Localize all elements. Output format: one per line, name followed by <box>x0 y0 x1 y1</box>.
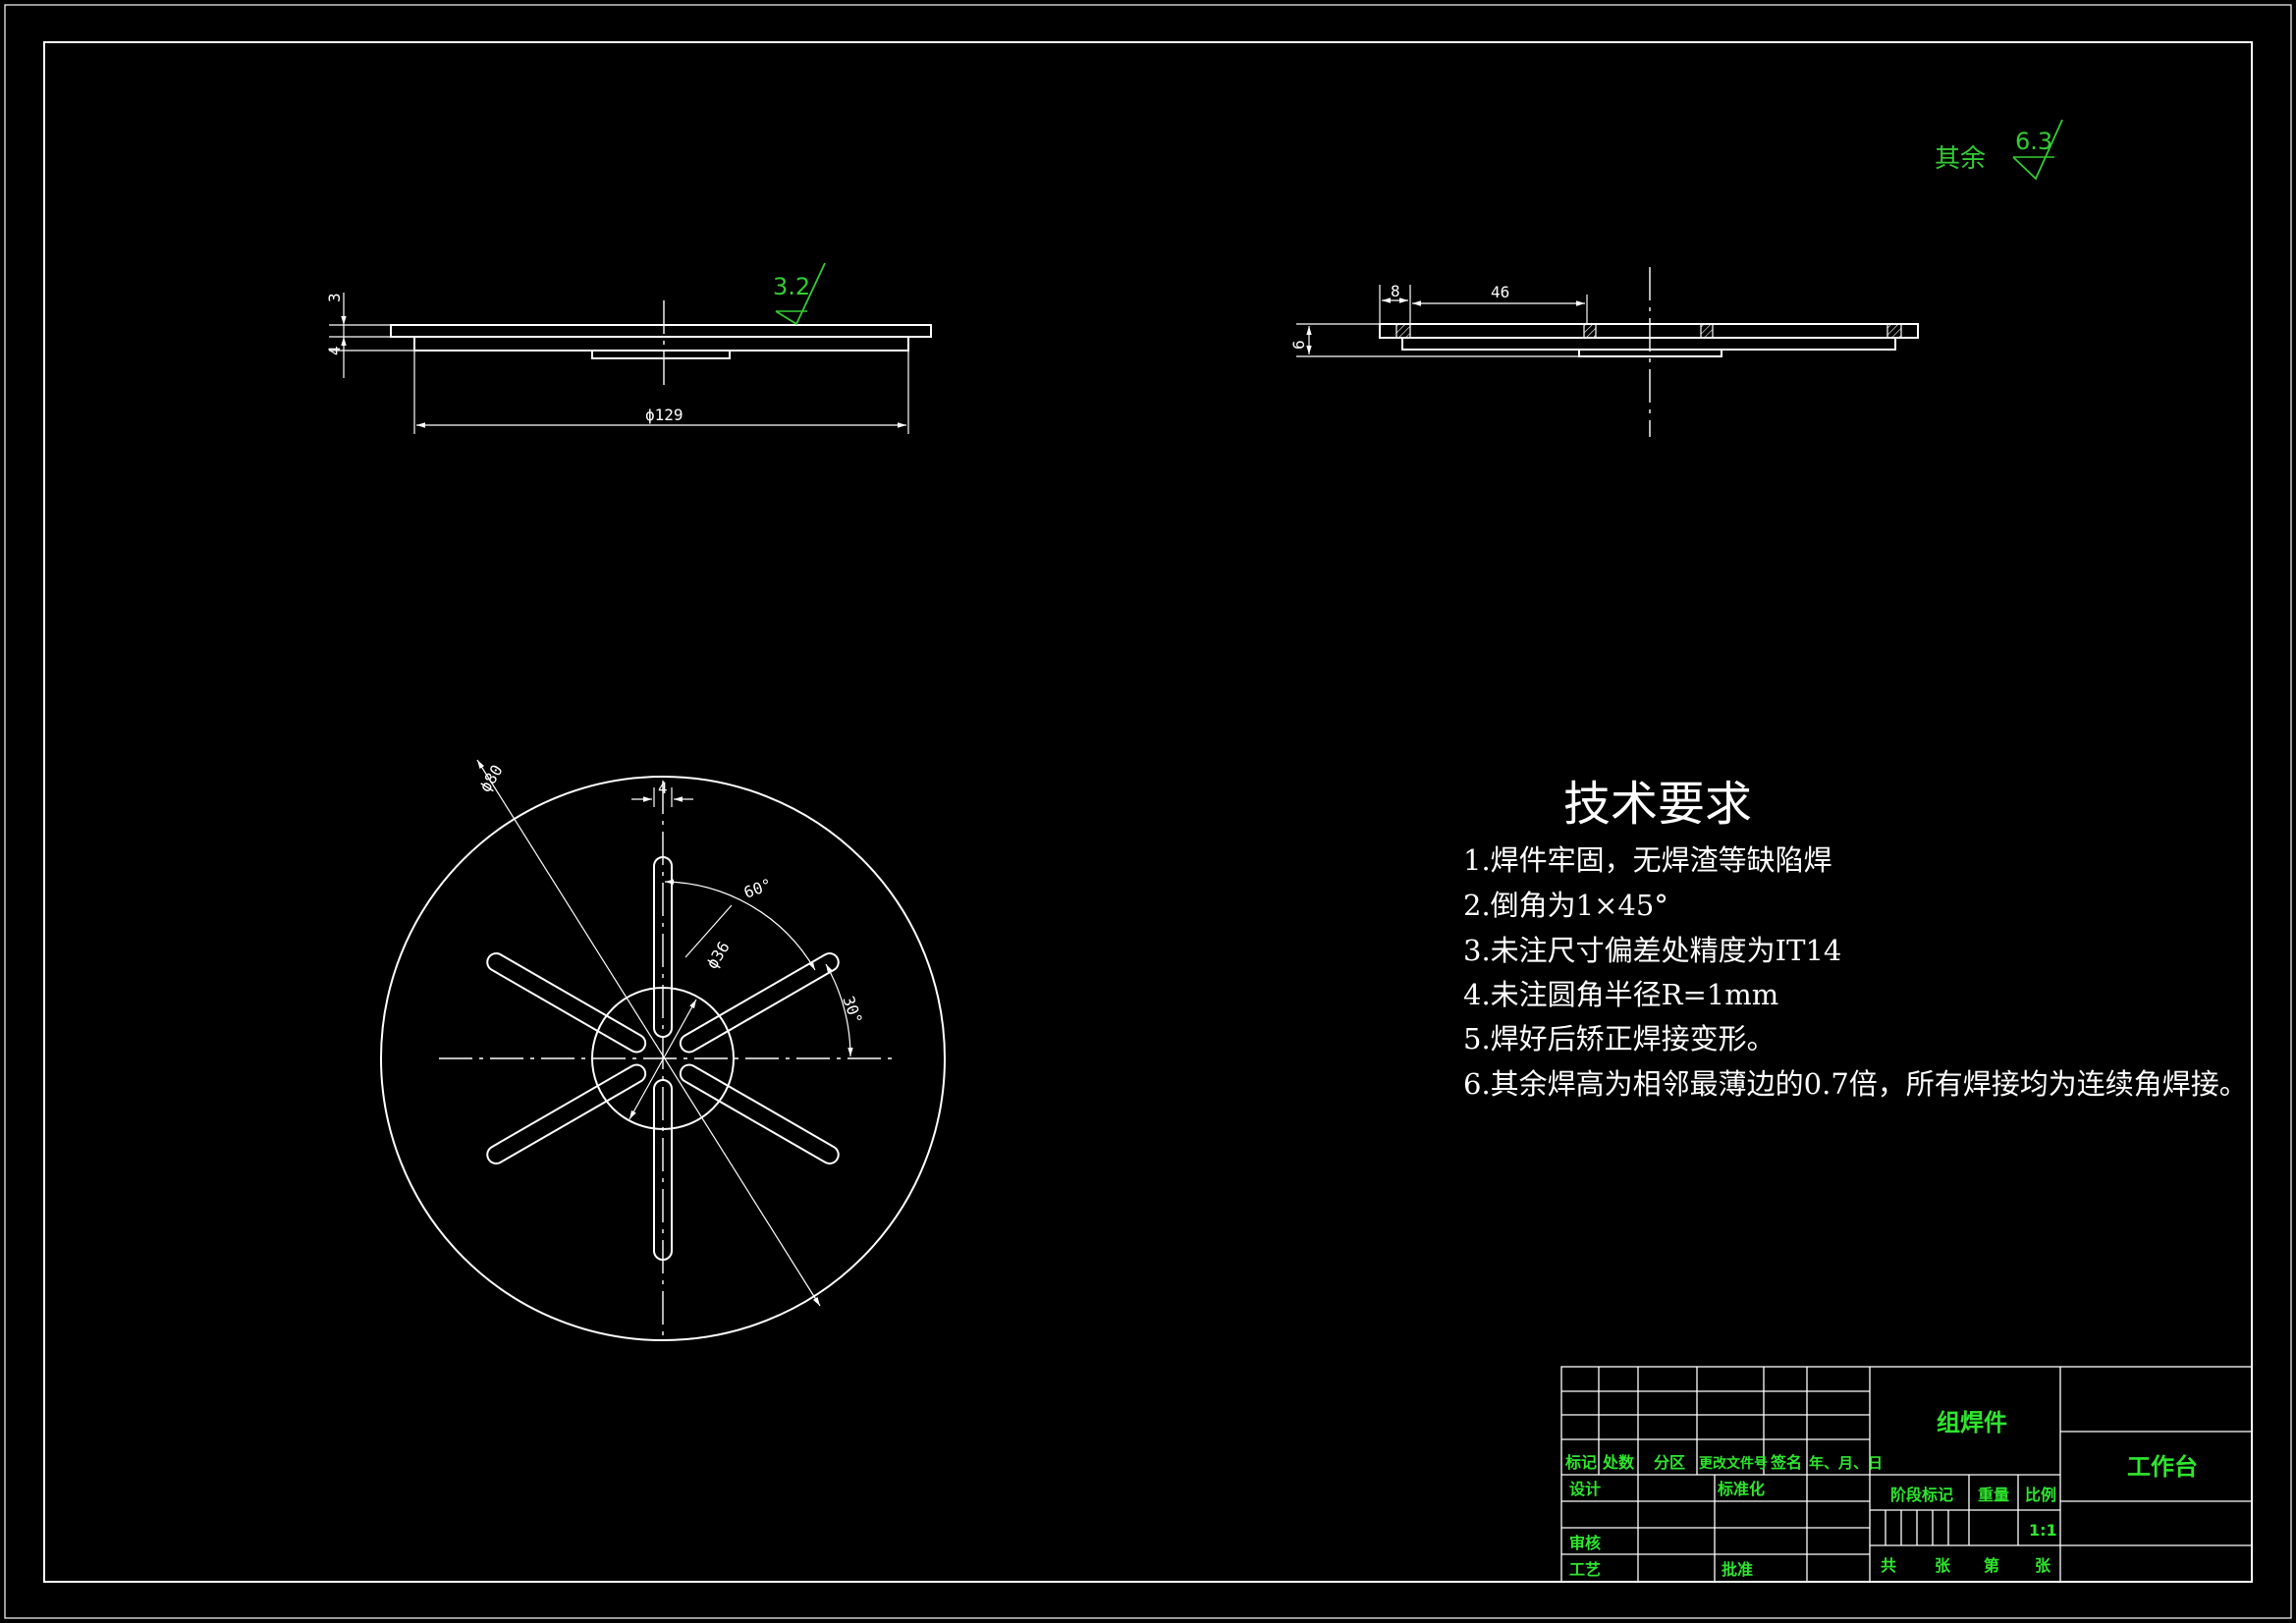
general-roughness-symbol: 其余 6.3 <box>1935 119 2063 181</box>
general-roughness-value: 6.3 <box>2015 128 2052 155</box>
inner-border <box>43 41 2253 1583</box>
tb-review: 审核 <box>1569 1534 1601 1552</box>
technical-requirements: 技术要求 1.焊件牢固，无焊渣等缺陷焊 2.倒角为1×45° 3.未注尺寸偏差处… <box>1463 777 2248 1101</box>
dim-plan-outer-diameter: ϕ80 <box>475 762 506 796</box>
dim-section-offset: 8 <box>1391 282 1400 300</box>
tb-standard: 标准化 <box>1717 1480 1765 1498</box>
general-roughness-label: 其余 <box>1935 144 1986 174</box>
dim-side-diameter: ϕ129 <box>645 406 683 424</box>
side-view: 3.2 3 4 ϕ129 <box>325 262 932 434</box>
tb-design: 设计 <box>1569 1480 1601 1498</box>
tb-approve: 批准 <box>1722 1560 1753 1579</box>
title-block: 标记 处数 分区 更改文件号 签名 年、月、日 设计 标准化 审核 工艺 批准 … <box>1560 1366 2253 1583</box>
dim-side-thick-top: 3 <box>325 293 344 302</box>
plan-view: ϕ80 ϕ36 4 60° 30° <box>380 759 946 1341</box>
dim-plan-angle-60: 60° <box>741 875 775 902</box>
tech-item-5: 5.焊好后矫正焊接变形。 <box>1463 1022 1776 1055</box>
dim-section-height: 6 <box>1289 340 1308 350</box>
tb-header-mark: 标记 <box>1564 1453 1597 1472</box>
tb-header-date: 年、月、日 <box>1809 1454 1883 1472</box>
tech-item-3: 3.未注尺寸偏差处精度为IT14 <box>1463 934 1841 967</box>
tb-sheet-unit2: 张 <box>2035 1556 2051 1575</box>
dim-plan-slot-width: 4 <box>658 779 668 797</box>
tb-process: 工艺 <box>1569 1560 1601 1579</box>
outer-border <box>4 4 2292 1619</box>
tb-header-count: 处数 <box>1602 1453 1635 1472</box>
tb-sheet-total: 共 <box>1881 1556 1896 1575</box>
tb-weight: 重量 <box>1978 1486 2009 1504</box>
section-view: 8 46 6 <box>1289 267 1919 437</box>
tech-item-4: 4.未注圆角半径R=1mm <box>1463 978 1778 1011</box>
tb-header-doc-no: 更改文件号 <box>1699 1455 1768 1472</box>
dim-section-length: 46 <box>1491 283 1509 301</box>
dim-plan-inner-diameter: ϕ36 <box>702 939 733 973</box>
tech-item-2: 2.倒角为1×45° <box>1463 889 1668 922</box>
dim-side-thick-low: 4 <box>325 346 344 355</box>
face-roughness-value: 3.2 <box>773 273 810 300</box>
tb-header-zone: 分区 <box>1654 1453 1685 1472</box>
tech-title: 技术要求 <box>1563 777 1752 832</box>
tech-item-6: 6.其余焊高为相邻最薄边的0.7倍，所有焊接均为连续角焊接。 <box>1463 1067 2248 1101</box>
tb-header-sign: 签名 <box>1770 1453 1802 1472</box>
tb-stage: 阶段标记 <box>1890 1486 1953 1504</box>
tb-sheet-unit: 张 <box>1935 1556 1951 1575</box>
tb-scale-label: 比例 <box>2025 1486 2056 1504</box>
tech-item-1: 1.焊件牢固，无焊渣等缺陷焊 <box>1463 843 1832 877</box>
tb-part-name: 组焊件 <box>1937 1409 2007 1436</box>
tb-scale-value: 1:1 <box>2029 1521 2057 1540</box>
tb-sheet-of: 第 <box>1984 1556 1999 1575</box>
tb-assembly: 工作台 <box>2127 1453 2198 1481</box>
dim-plan-angle-30: 30° <box>839 994 866 1027</box>
